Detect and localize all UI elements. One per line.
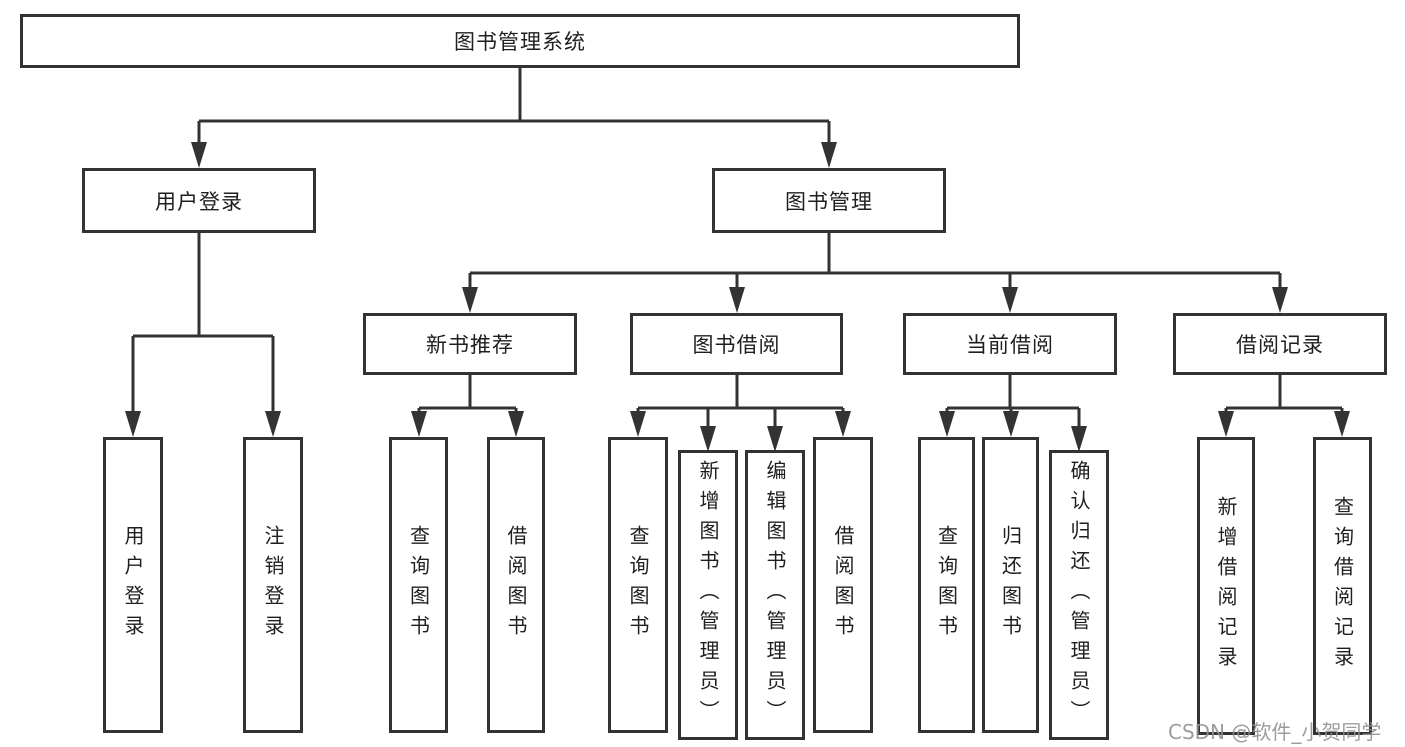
node-new-book-recommendation: 新书推荐 [363,313,577,375]
leaf-br-add-borrow-record: 新增借阅记录 [1197,437,1255,735]
leaf-br-query-borrow-record: 查询借阅记录 [1313,437,1372,735]
leaf-bb-edit-books-admin: 编辑图书（管理员） [745,450,805,740]
node-user-login: 用户登录 [82,168,316,233]
leaf-cb-query-books: 查询图书 [918,437,975,733]
csdn-watermark: CSDN @软件_小贺同学 [1168,720,1382,744]
node-book-borrowing: 图书借阅 [630,313,843,375]
leaf-cb-return-books: 归还图书 [982,437,1039,733]
leaf-bb-add-books-admin: 新增图书（管理员） [678,450,738,740]
node-current-borrowing: 当前借阅 [903,313,1117,375]
leaf-cb-confirm-return-admin: 确认归还（管理员） [1049,450,1109,740]
node-library-management-system: 图书管理系统 [20,14,1020,68]
node-book-management: 图书管理 [712,168,946,233]
leaf-user-login: 用户登录 [103,437,163,733]
leaf-bb-borrow-books: 借阅图书 [813,437,873,733]
leaf-nbr-query-books: 查询图书 [389,437,448,733]
leaf-nbr-borrow-books: 借阅图书 [487,437,545,733]
node-borrowing-records: 借阅记录 [1173,313,1387,375]
leaf-bb-query-books: 查询图书 [608,437,668,733]
leaf-logout: 注销登录 [243,437,303,733]
